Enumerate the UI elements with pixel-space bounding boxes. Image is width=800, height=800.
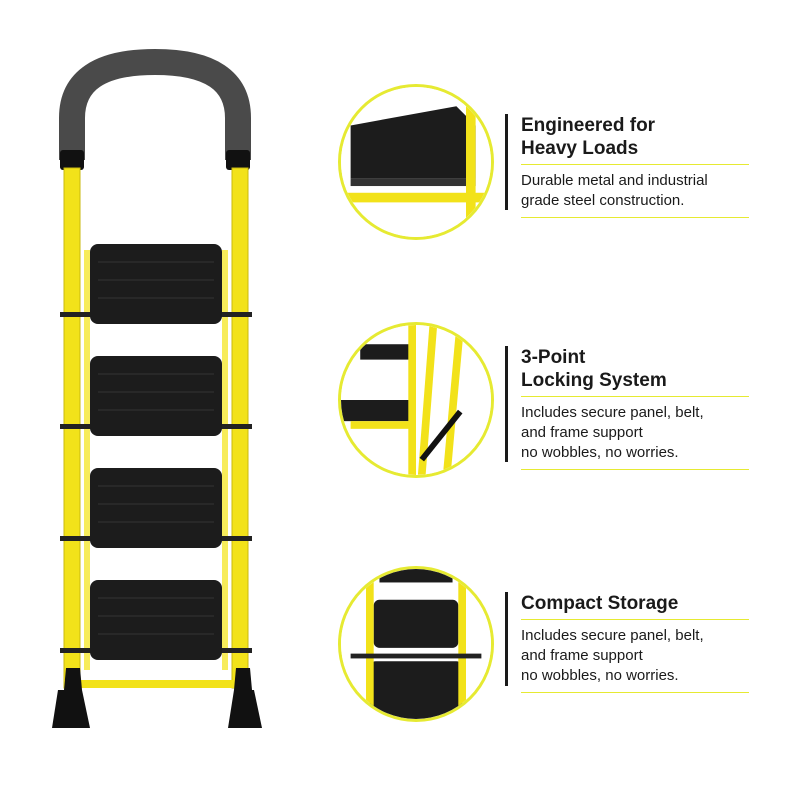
handle-cap-right xyxy=(226,150,250,170)
feature-image-compact-storage xyxy=(338,566,494,722)
back-rail-right xyxy=(222,250,228,670)
foot-right xyxy=(228,690,262,728)
step-3 xyxy=(90,468,222,548)
feature-title: Compact Storage xyxy=(521,593,679,614)
ladder-image xyxy=(52,48,262,728)
feature-divider xyxy=(505,592,508,686)
accent-rule xyxy=(521,469,749,470)
accent-rule xyxy=(521,396,749,397)
feature-title: Engineered for Heavy Loads xyxy=(521,115,656,159)
feature-heavy-loads: Engineered for Heavy Loads Durable metal… xyxy=(505,114,753,224)
feature-divider xyxy=(505,114,508,210)
feature-image-locking-system xyxy=(338,322,494,478)
step-4 xyxy=(90,580,222,660)
handle-cap-left xyxy=(60,150,84,170)
feature-compact-storage: Compact Storage Includes secure panel, b… xyxy=(505,592,753,699)
handle-grip xyxy=(59,48,251,160)
feature-title: 3-Point Locking System xyxy=(521,347,667,391)
feature-divider xyxy=(505,346,508,462)
feature-image-heavy-loads xyxy=(338,84,494,240)
step-1 xyxy=(90,244,222,324)
accent-rule xyxy=(521,692,749,693)
feature-locking-system: 3-Point Locking System Includes secure p… xyxy=(505,346,753,476)
accent-rule xyxy=(521,164,749,165)
foot-left xyxy=(52,690,90,728)
accent-rule xyxy=(521,217,749,218)
ladder-steps xyxy=(90,244,222,660)
step-2 xyxy=(90,356,222,436)
feature-description: Includes secure panel, belt, and frame s… xyxy=(521,404,704,461)
bottom-bar xyxy=(64,680,248,688)
feature-description: Includes secure panel, belt, and frame s… xyxy=(521,627,704,684)
back-rail-left xyxy=(84,250,90,670)
feature-description: Durable metal and industrial grade steel… xyxy=(521,172,708,209)
accent-rule xyxy=(521,619,749,620)
